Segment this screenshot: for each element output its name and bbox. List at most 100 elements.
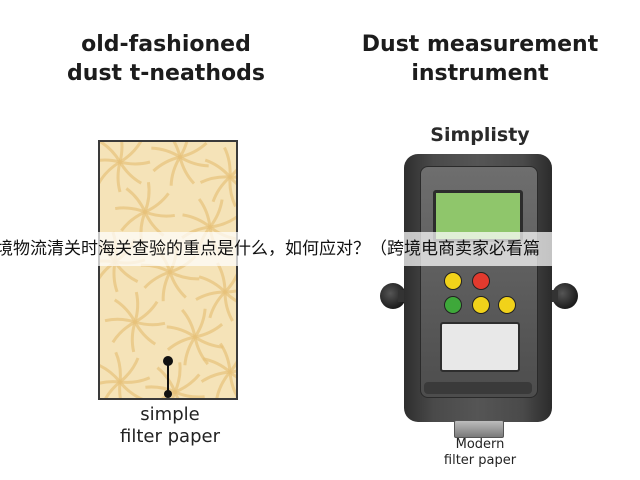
paper-streak	[111, 320, 136, 344]
left-knob-stem	[398, 290, 408, 302]
paper-streak	[179, 142, 208, 159]
paper-streak	[100, 380, 121, 385]
paper-streak	[114, 206, 146, 214]
paper-streak	[100, 158, 121, 164]
paper-streak	[118, 381, 122, 398]
paper-streak	[198, 275, 227, 294]
old-methods-heading: old-fashioned dust t-neathods	[67, 32, 265, 86]
paper-streak	[219, 342, 232, 373]
paper-streak	[229, 175, 236, 179]
paper-streak	[223, 146, 232, 178]
paper-streak	[104, 317, 136, 324]
paper-streak	[193, 336, 209, 366]
paper-streak	[182, 213, 211, 229]
overlay-title-text: 境物流清关时海关查验的重点是什么，如何应对？（跨境电商卖家必看篇	[0, 239, 540, 259]
paper-streak	[119, 142, 143, 164]
paper-streak	[199, 175, 231, 184]
paper-streak	[169, 270, 200, 281]
paper-streak	[195, 290, 226, 301]
paper-streak	[119, 160, 151, 166]
filter-paper-caption: simple filter paper	[120, 404, 220, 447]
paper-streak	[100, 142, 122, 163]
paper-streak	[173, 391, 180, 398]
paper-streak	[100, 364, 122, 383]
paper-streak	[133, 321, 157, 346]
paper-streak	[228, 176, 236, 208]
paper-starburst	[200, 342, 236, 398]
paper-streak	[223, 291, 234, 322]
device-button-4	[472, 296, 490, 314]
paper-streak	[228, 360, 236, 373]
paper-streak	[223, 290, 236, 303]
paper-streak	[118, 381, 144, 398]
paper-streak	[116, 161, 122, 193]
paper-streak	[229, 370, 236, 379]
device-button-3	[444, 296, 462, 314]
paper-streak	[204, 158, 232, 178]
paper-streak	[100, 160, 121, 184]
paper-streak	[178, 156, 196, 185]
device-button-2	[472, 272, 490, 290]
paper-streak	[211, 175, 231, 203]
paper-streak	[118, 161, 142, 185]
paper-starburst	[195, 262, 236, 322]
modern-filter-caption: Modern filter paper	[443, 437, 517, 468]
paper-streak	[193, 308, 207, 338]
paper-streak	[197, 198, 212, 228]
paper-streak	[168, 271, 187, 299]
paper-streak	[119, 357, 140, 384]
device-filter-mount	[454, 420, 504, 438]
paper-streak	[172, 142, 182, 158]
overlay-banner	[0, 232, 640, 266]
paper-streak	[194, 335, 224, 349]
paper-streak	[174, 373, 201, 394]
device-bottom-bar	[424, 382, 532, 394]
paper-streak	[208, 290, 227, 319]
paper-streak	[144, 210, 176, 218]
paper-streak	[229, 168, 236, 179]
paper-streak	[223, 273, 236, 294]
paper-streak	[151, 146, 181, 159]
paper-streak	[173, 362, 182, 393]
paper-starburst	[199, 146, 236, 208]
paper-streak	[169, 156, 182, 186]
paper-streak	[144, 192, 170, 214]
paper-streak	[181, 308, 197, 338]
paper-streak	[140, 263, 171, 274]
paper-starburst	[104, 291, 166, 353]
filter-paper-pattern	[100, 142, 236, 398]
paper-streak	[215, 371, 232, 398]
paper-streak	[118, 142, 124, 163]
paper-streak	[166, 335, 196, 351]
paper-streak	[179, 155, 209, 168]
paper-streak	[200, 370, 231, 383]
paper-streak	[161, 271, 172, 302]
paper-streak	[134, 320, 166, 327]
paper-streak	[114, 351, 122, 383]
paper-streak	[208, 199, 224, 228]
paper-starburst	[100, 142, 151, 193]
device-button-5	[498, 296, 516, 314]
paper-streak	[133, 291, 140, 323]
paper-starburst	[166, 308, 224, 366]
paper-streak	[174, 390, 205, 398]
paper-streak	[166, 325, 196, 339]
pointer-line	[167, 362, 169, 394]
instrument-heading: Dust measurement instrument	[361, 32, 599, 86]
paper-streak	[134, 300, 159, 324]
paper-streak	[194, 323, 224, 339]
paper-streak	[125, 187, 147, 213]
paper-starburst	[145, 362, 205, 398]
paper-starburst	[151, 142, 209, 186]
paper-streak	[183, 336, 197, 366]
paper-streak	[113, 298, 137, 323]
pointer-dot-end	[164, 390, 172, 398]
paper-streak	[143, 181, 151, 213]
paper-streak	[104, 380, 121, 398]
paper-streak	[229, 369, 236, 374]
paper-streak	[152, 155, 181, 173]
paper-streak	[171, 391, 177, 398]
paper-starburst	[114, 181, 176, 243]
paper-streak	[228, 371, 236, 398]
paper-streak	[228, 176, 236, 185]
